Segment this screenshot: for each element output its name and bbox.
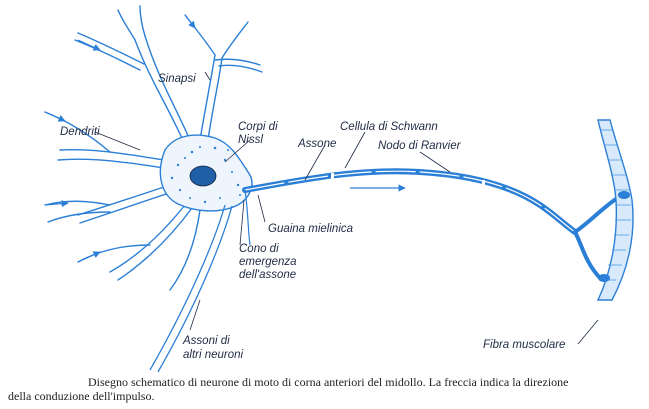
nissl-bodies — [170, 146, 241, 204]
label-cono-line1: Cono di — [239, 243, 279, 255]
label-assoni-line2: altri neuroni — [183, 349, 244, 361]
figure-caption: Disegno schematico di neurone di moto di… — [8, 375, 640, 403]
caption-line2: della conduzione dell'impulso. — [8, 389, 155, 403]
label-fibra: Fibra muscolare — [483, 339, 565, 351]
label-corpi-line2: Nissl — [238, 134, 263, 146]
other-axons — [149, 204, 233, 373]
caption-line1: Disegno schematico di neurone di moto di… — [88, 375, 569, 389]
label-cono-line3: dell'assone — [239, 269, 296, 281]
nucleus — [189, 165, 217, 187]
label-cellula-schwann: Cellula di Schwann — [340, 121, 438, 133]
label-cono-line2: emergenza — [239, 256, 297, 268]
muscle-fiber — [596, 119, 634, 301]
label-nodo-ranvier: Nodo di Ranvier — [378, 140, 462, 152]
label-assone: Assone — [297, 138, 336, 150]
label-sinapsi: Sinapsi — [158, 73, 196, 85]
label-assoni-line1: Assoni di — [182, 335, 230, 347]
label-corpi-line1: Corpi di — [238, 121, 278, 133]
label-guaina: Guaina mielinica — [268, 223, 353, 235]
leader-lines — [94, 71, 599, 345]
impulse-arrows — [44, 14, 406, 263]
label-dendriti: Dendriti — [60, 126, 100, 138]
